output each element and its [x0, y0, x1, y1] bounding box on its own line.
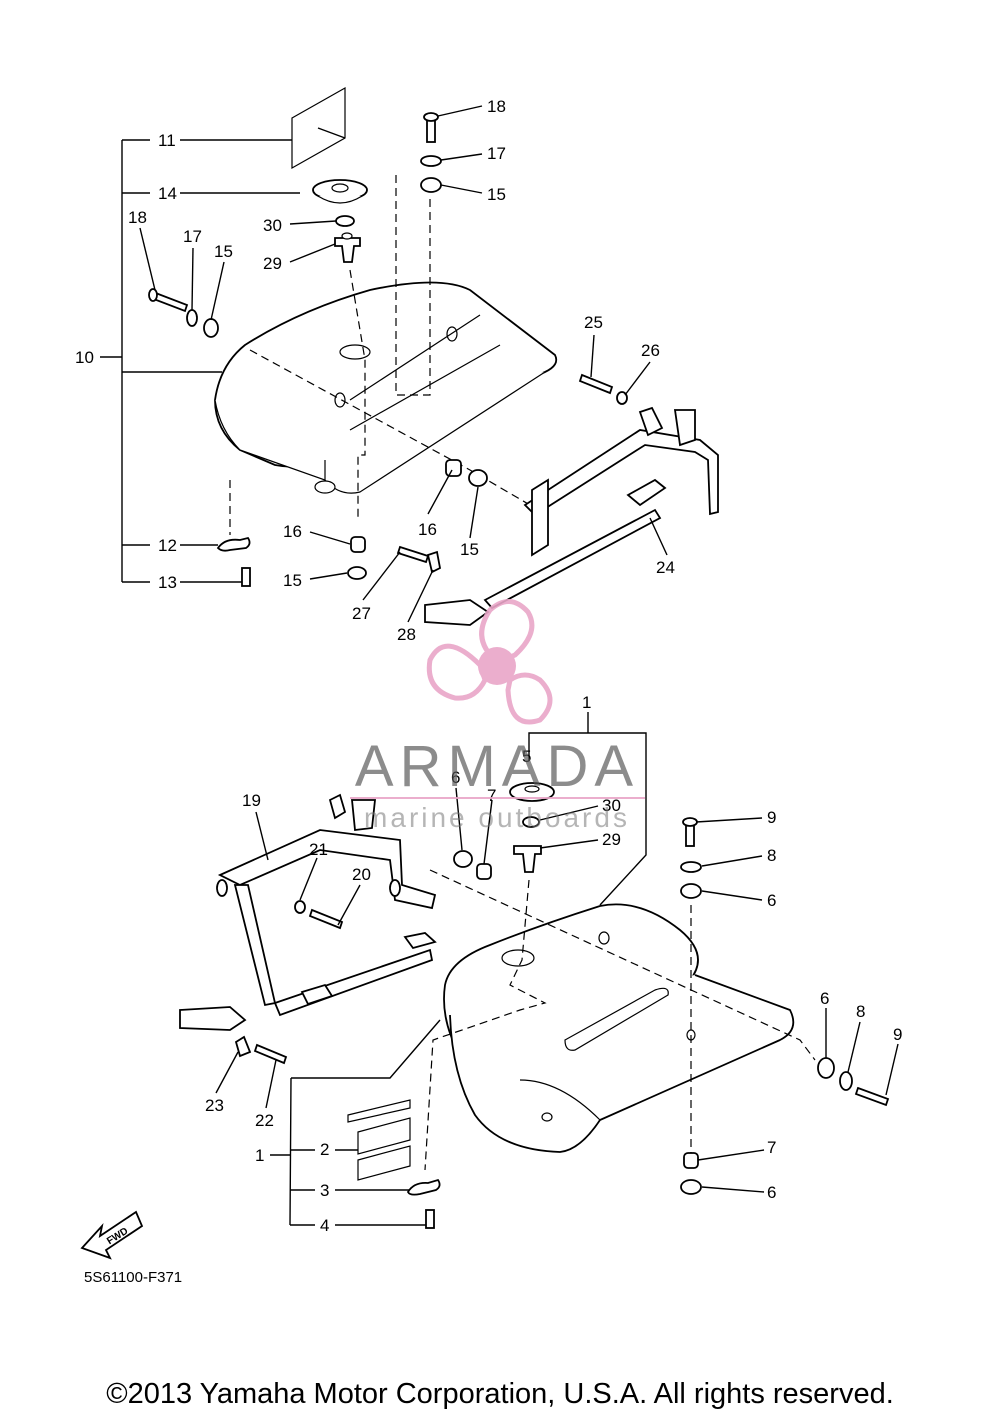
- callout-30-lower: 30: [602, 796, 621, 815]
- callout-21: 21: [309, 840, 328, 859]
- callout-10: 10: [75, 348, 94, 367]
- callout-27: 27: [352, 604, 371, 623]
- callout-7-mid: 7: [487, 786, 496, 805]
- diagram-code: 5S61100-F371: [84, 1269, 182, 1286]
- callout-numbers-lower: 1 5 30 29 6 7 19 21 20 9 8 6 6 8 9 7 6 2…: [205, 693, 902, 1235]
- upper-leaders: [139, 105, 668, 623]
- armada-watermark: ARMADA marine outboards: [350, 599, 645, 833]
- callout-15-top: 15: [487, 185, 506, 204]
- callout-19: 19: [242, 791, 261, 810]
- callout-17-left: 17: [183, 227, 202, 246]
- callout-1-bottom: 1: [255, 1146, 264, 1165]
- callout-1-top: 1: [582, 693, 591, 712]
- callout-30: 30: [263, 216, 282, 235]
- callout-15-low: 15: [283, 571, 302, 590]
- callout-22: 22: [255, 1111, 274, 1130]
- callout-8-top: 8: [767, 846, 776, 865]
- callout-26: 26: [641, 341, 660, 360]
- callout-23: 23: [205, 1096, 224, 1115]
- upper-assembly: [100, 86, 719, 626]
- callout-28: 28: [397, 625, 416, 644]
- callout-16-mid: 16: [418, 520, 437, 539]
- callout-6-mid: 6: [451, 768, 460, 787]
- propeller-hub: [478, 647, 516, 685]
- lower-leaders: [215, 787, 899, 1193]
- callout-6-right: 6: [820, 989, 829, 1008]
- callout-5: 5: [522, 747, 531, 766]
- callout-6-lower: 6: [767, 1183, 776, 1202]
- callout-11: 11: [158, 131, 176, 150]
- callout-2: 2: [320, 1140, 329, 1159]
- callout-20: 20: [352, 865, 371, 884]
- fwd-arrow-icon: FWD: [80, 1210, 144, 1260]
- propeller-logo-icon: [426, 599, 553, 725]
- callout-24: 24: [656, 558, 675, 577]
- watermark-tagline: marine outboards: [364, 802, 630, 833]
- callout-16-low: 16: [283, 522, 302, 541]
- callout-15-left: 15: [214, 242, 233, 261]
- callout-9-right: 9: [893, 1025, 902, 1044]
- callout-7-lower: 7: [767, 1138, 776, 1157]
- callout-18-top: 18: [487, 97, 506, 116]
- callout-25: 25: [584, 313, 603, 332]
- callout-3: 3: [320, 1181, 329, 1200]
- callout-17-top: 17: [487, 144, 506, 163]
- callout-12: 12: [158, 536, 177, 555]
- lower-assembly: [179, 712, 899, 1229]
- callout-9-top: 9: [767, 808, 776, 827]
- callout-14: 14: [158, 184, 177, 203]
- callout-15-mid: 15: [460, 540, 479, 559]
- callout-numbers-upper: 11 14 30 29 18 17 15 18 17 15 10 25 26 1…: [75, 97, 675, 644]
- copyright-notice: ©2013 Yamaha Motor Corporation, U.S.A. A…: [106, 1378, 894, 1410]
- callout-29: 29: [263, 254, 282, 273]
- callout-13: 13: [158, 573, 177, 592]
- callout-8-right: 8: [856, 1002, 865, 1021]
- callout-4: 4: [320, 1216, 329, 1235]
- callout-18-left: 18: [128, 208, 147, 227]
- callout-6-top: 6: [767, 891, 776, 910]
- watermark-name: ARMADA: [355, 734, 639, 799]
- callout-29-lower: 29: [602, 830, 621, 849]
